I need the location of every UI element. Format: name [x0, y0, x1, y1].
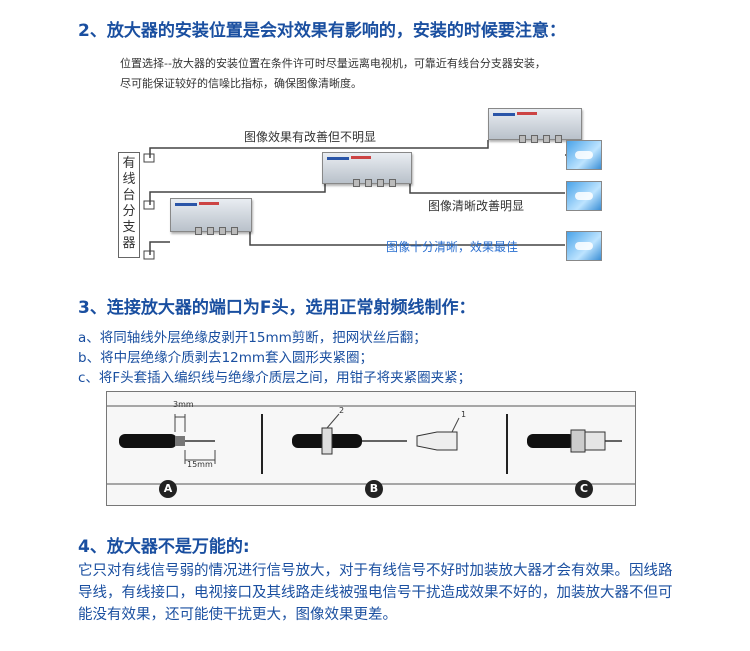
part-1: 1	[461, 410, 467, 419]
dim-3mm: 3mm	[173, 400, 194, 409]
step-c-badge: C	[575, 480, 593, 498]
section2-title: 2、放大器的安装位置是会对效果有影响的，安装的时候要注意：	[78, 21, 566, 41]
step-b-badge: B	[365, 480, 383, 498]
step-b-text: b、将中层绝缘介质剥去12mm套入圆形夹紧圈；	[78, 350, 374, 366]
section3-title: 3、连接放大器的端口为F头，选用正常射频线制作：	[78, 298, 476, 318]
tv-icon-middle	[566, 181, 602, 211]
section2-desc-line2: 尽可能保证较好的信噪比指标，确保图像清晰度。	[120, 77, 362, 90]
caption-bottom: 图像十分清晰，效果最佳	[386, 240, 519, 254]
section4-body: 它只对有线信号弱的情况进行信号放大，对于有线信号不好时加装放大器才会有效果。因线…	[78, 563, 673, 623]
step-a-badge: A	[159, 480, 177, 498]
tv-icon-bottom	[566, 231, 602, 261]
step-a-text: a、将同轴线外层绝缘皮剥开15mm剪断，把网状丝后翻；	[78, 330, 427, 346]
cable-lines	[143, 140, 581, 260]
splitter-label: 有 线 台 分 支 器	[118, 152, 140, 258]
connector-steps-panel: 3mm 15mm 2 1 A B C	[106, 391, 636, 506]
step-c-text: c、将F头套插入编织线与绝缘介质层之间，用钳子将夹紧圈夹紧；	[78, 370, 472, 386]
caption-top: 图像效果有改善但不明显	[244, 130, 377, 144]
caption-middle: 图像清晰改善明显	[428, 199, 525, 213]
section4-title: 4、放大器不是万能的:	[78, 537, 250, 557]
section2-desc-line1: 位置选择--放大器的安装位置在条件许可时尽量远离电视机，可靠近有线台分支器安装，	[120, 57, 546, 70]
amplifier-middle	[322, 152, 412, 187]
tv-icon-top	[566, 140, 602, 170]
part-2: 2	[339, 406, 345, 415]
amplifier-top	[488, 108, 582, 143]
dim-15mm: 15mm	[187, 460, 213, 469]
connector-illustration	[107, 405, 635, 485]
amplifier-bottom	[170, 198, 252, 235]
